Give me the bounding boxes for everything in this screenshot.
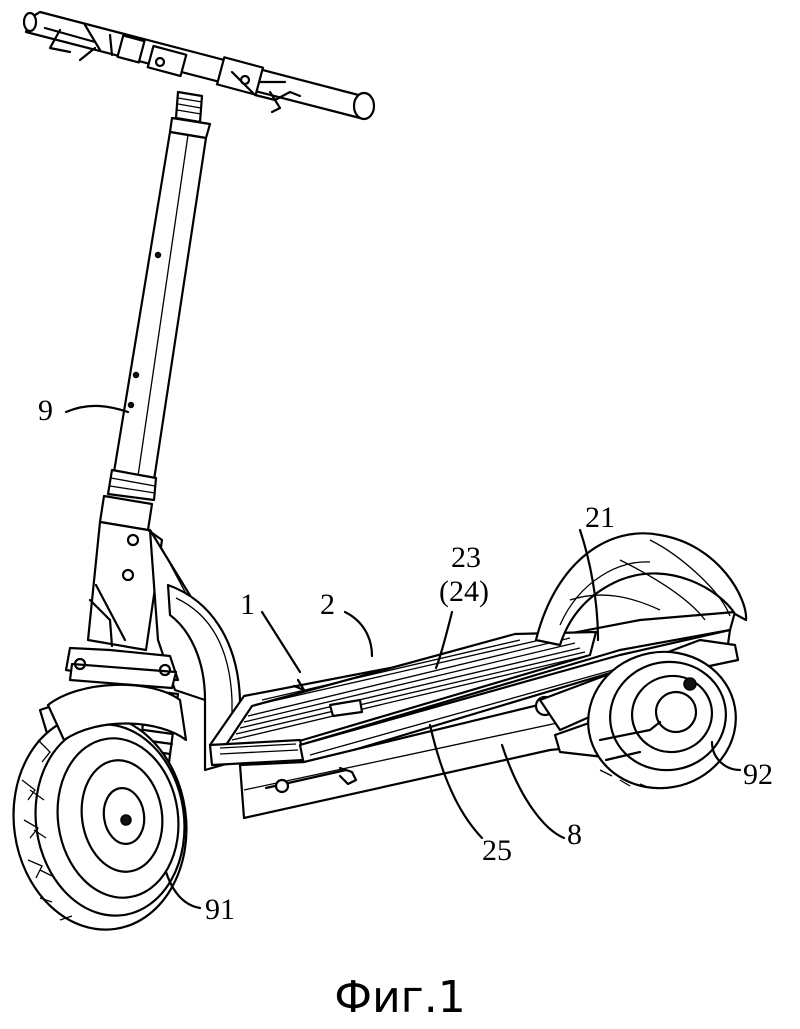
front-wheel <box>12 711 188 931</box>
label-25: 25 <box>482 834 512 867</box>
leader-lines <box>64 404 742 910</box>
label-9: 9 <box>38 394 53 427</box>
figure-caption: Фиг.1 <box>334 972 466 1023</box>
label-8: 8 <box>567 818 582 851</box>
label-2: 2 <box>320 588 335 621</box>
front-fender <box>46 583 242 772</box>
handlebar <box>22 10 376 121</box>
label-24: (24) <box>439 575 489 608</box>
label-91: 91 <box>205 893 235 926</box>
label-21: 21 <box>585 501 615 534</box>
label-92: 92 <box>743 758 773 791</box>
rear-wheel <box>587 650 737 790</box>
label-1: 1 <box>240 588 255 621</box>
label-23: 23 <box>451 541 481 574</box>
